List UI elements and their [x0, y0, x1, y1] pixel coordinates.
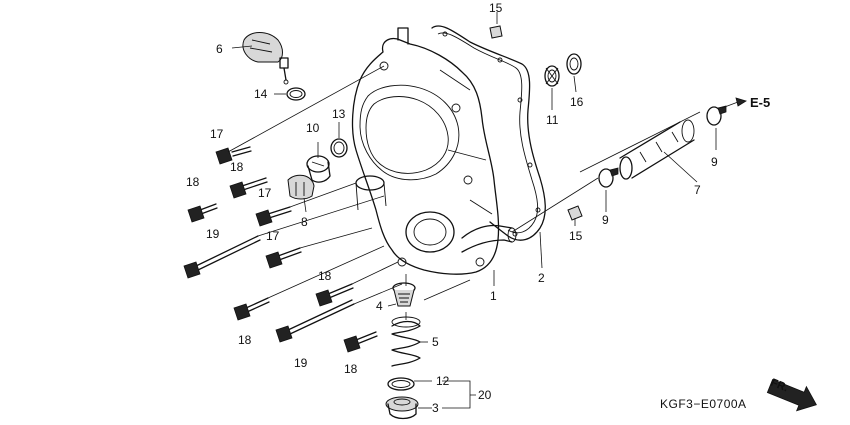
- bolt-17-c: [265, 247, 302, 269]
- plug-10: [306, 155, 331, 183]
- callout-3: 3: [432, 401, 439, 415]
- bracket-8: [287, 174, 315, 200]
- dowel-pin-15-b: [567, 205, 583, 221]
- callout-16: 16: [570, 95, 584, 109]
- callout-7: 7: [694, 183, 701, 197]
- bolt-18-d: [233, 297, 270, 321]
- bolt-18-a: [229, 177, 268, 199]
- o-ring-14: [286, 87, 306, 101]
- reference-arrow: [721, 97, 747, 109]
- callout-14: 14: [254, 87, 268, 101]
- callout-20: 20: [478, 388, 492, 402]
- callout-4: 4: [376, 299, 383, 313]
- callout-15-b: 15: [569, 229, 583, 243]
- callout-18-e: 18: [344, 362, 358, 376]
- o-ring-13: [330, 138, 348, 158]
- bolt-19-a: [183, 235, 261, 279]
- gasket-inner: [437, 32, 539, 234]
- callout-19-b: 19: [294, 356, 308, 370]
- dowel-pin-15-a: [489, 25, 503, 39]
- leader-lines: [227, 12, 717, 409]
- callout-5: 5: [432, 335, 439, 349]
- front-arrow-icon: [766, 378, 817, 412]
- callout-10: 10: [306, 121, 320, 135]
- callout-17-b: 17: [258, 186, 272, 200]
- callout-13: 13: [332, 107, 346, 121]
- callout-8: 8: [301, 215, 308, 229]
- callout-18-c: 18: [318, 269, 332, 283]
- callout-9-b: 9: [602, 213, 609, 227]
- reference-label: E-5: [750, 95, 770, 110]
- right-crankcase-cover: [351, 27, 517, 275]
- oil-level-dipstick: [242, 32, 289, 85]
- hose-7: [619, 119, 695, 180]
- bolt-18-c: [315, 283, 354, 307]
- callout-17-a: 17: [210, 127, 224, 141]
- callout-12: 12: [436, 374, 450, 388]
- callout-11: 11: [546, 113, 559, 127]
- bolt-17-b: [255, 206, 292, 227]
- callout-18-a: 18: [230, 160, 244, 174]
- callout-labels: 6 14 17 10 13 18 18 17 8 19 17 18 18 19 …: [186, 1, 790, 415]
- spring-5: [391, 316, 421, 367]
- oil-seal-16: [566, 53, 582, 75]
- callout-18-d: 18: [238, 333, 252, 347]
- bolt-18-e: [343, 331, 378, 353]
- drain-plug-3: [385, 396, 419, 420]
- gasket: [431, 25, 546, 241]
- o-ring-12: [387, 377, 415, 391]
- callout-17-c: 17: [266, 229, 280, 243]
- gasket-holes: [442, 31, 541, 237]
- callout-15-a: 15: [489, 1, 503, 15]
- clamp-9-a: [706, 105, 727, 126]
- callout-2: 2: [538, 271, 545, 285]
- callout-9-a: 9: [711, 155, 718, 169]
- bolt-19-b: [275, 299, 355, 343]
- bolt-18-b: [187, 203, 218, 223]
- diagram-code: KGF3−E0700A: [660, 397, 747, 411]
- clamp-9-b: [598, 167, 619, 188]
- callout-1: 1: [490, 289, 497, 303]
- callout-19-a: 19: [206, 227, 220, 241]
- callout-18-b: 18: [186, 175, 200, 189]
- bearing-11: [544, 65, 560, 87]
- strainer-screen-4: [392, 282, 416, 307]
- callout-6: 6: [216, 42, 223, 56]
